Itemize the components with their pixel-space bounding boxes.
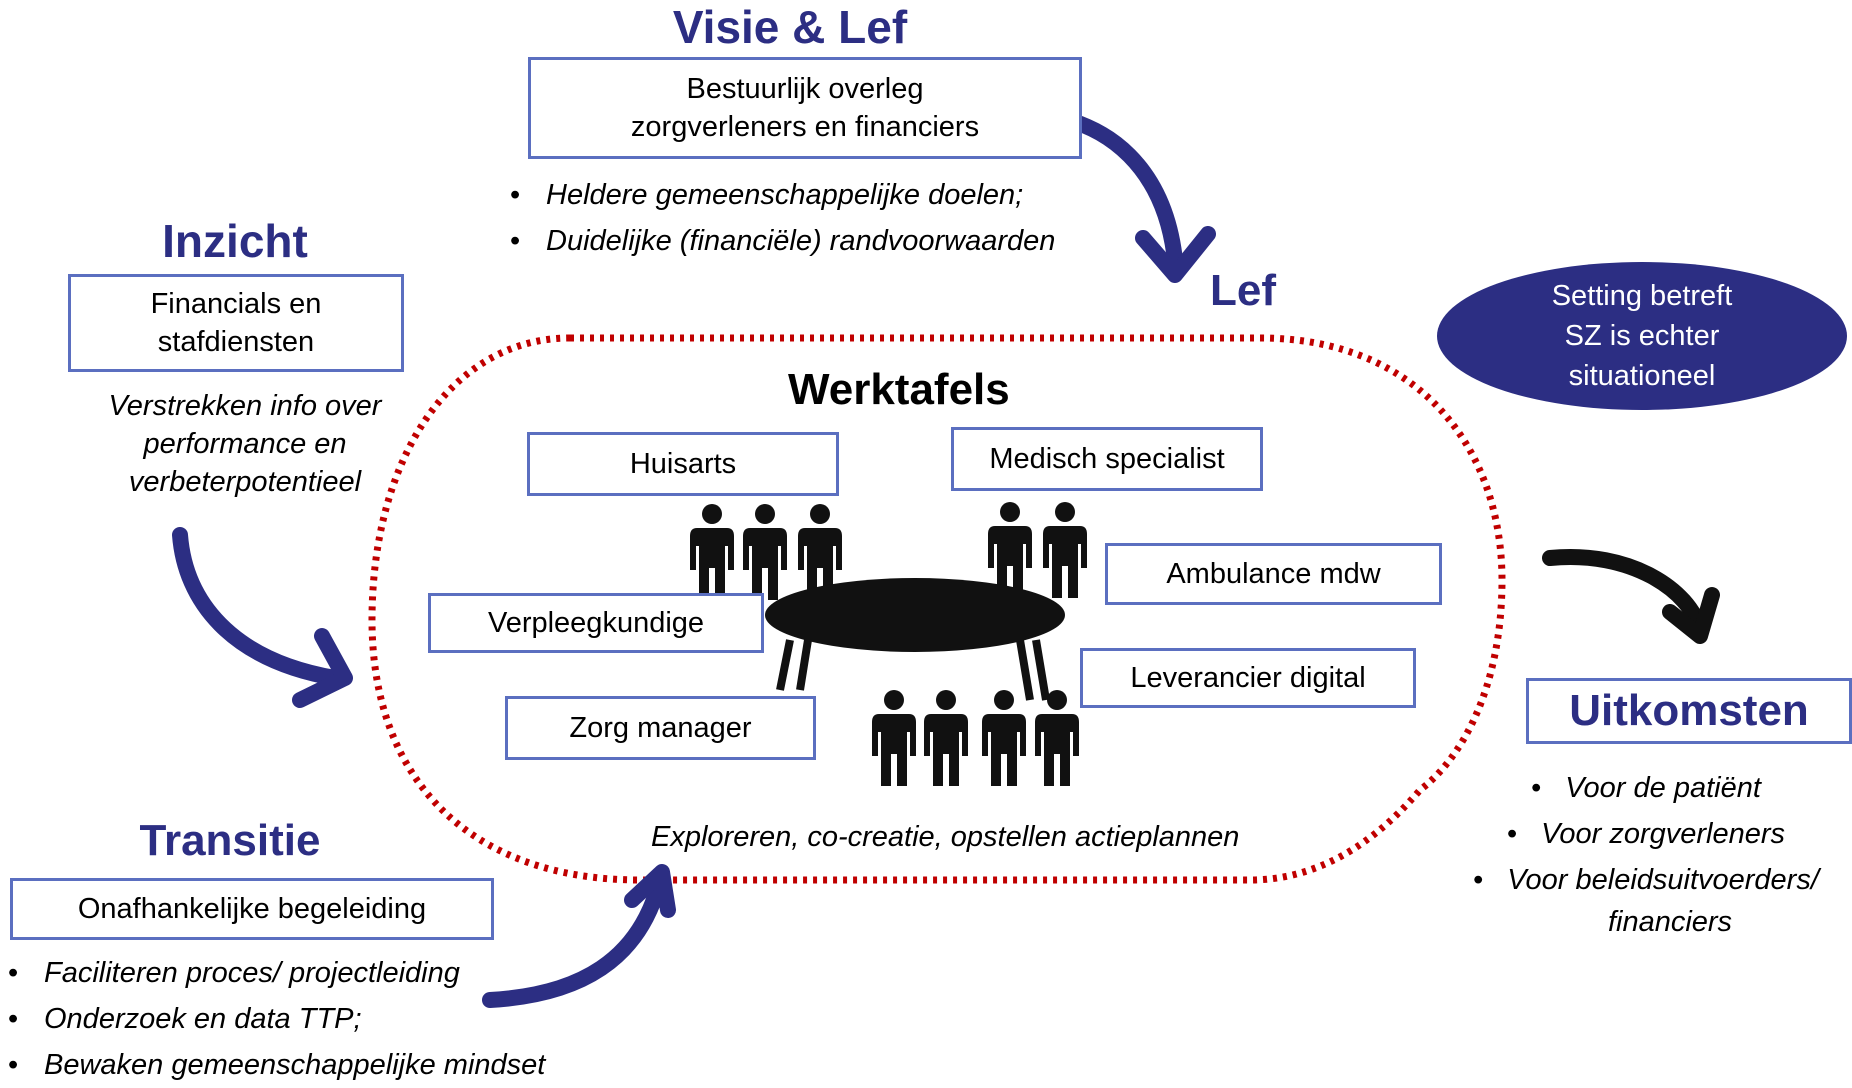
setting-badge: Setting betreft SZ is echter situationee… bbox=[1437, 262, 1847, 410]
inzicht-text-line2: performance en bbox=[143, 428, 347, 460]
uitkomsten-bullets: Voor de patiënt Voor zorgverleners Voor … bbox=[1440, 765, 1852, 903]
transitie-bullet: Onderzoek en data TTP; bbox=[0, 996, 545, 1042]
role-zorg-manager: Zorg manager bbox=[505, 696, 816, 760]
setting-line2: SZ is echter bbox=[1564, 320, 1720, 352]
inzicht-box-line1: Financials en bbox=[150, 288, 322, 320]
setting-line3: situationeel bbox=[1568, 360, 1716, 392]
visie-bullet: Duidelijke (financiële) randvoorwaarden bbox=[502, 218, 1055, 264]
uitkomsten-bullet: Voor beleidsuitvoerders/ bbox=[1440, 857, 1852, 903]
table-graphic bbox=[765, 578, 1065, 701]
uitkomsten-bullet3-cont: financiers bbox=[1607, 906, 1733, 938]
visie-box-line1: Bestuurlijk overleg bbox=[686, 73, 924, 105]
uitkomsten-bullet: Voor zorgverleners bbox=[1440, 811, 1852, 857]
transitie-bullets: Faciliteren proces/ projectleiding Onder… bbox=[0, 950, 545, 1088]
werktafels-dotted-outline bbox=[368, 334, 1506, 884]
visie-box-line2: zorgverleners en financiers bbox=[630, 111, 980, 143]
visie-heading: Visie & Lef bbox=[672, 1, 908, 53]
transitie-heading: Transitie bbox=[139, 816, 321, 865]
werktafels-title: Werktafels bbox=[788, 365, 1010, 414]
role-ambulance: Ambulance mdw bbox=[1105, 543, 1442, 605]
setting-line1: Setting betreft bbox=[1551, 280, 1733, 312]
transitie-bullet: Faciliteren proces/ projectleiding bbox=[0, 950, 545, 996]
onafhankelijke-begeleiding-box: Onafhankelijke begeleiding bbox=[10, 878, 494, 940]
role-leverancier: Leverancier digital bbox=[1080, 648, 1416, 708]
inzicht-text-line3: verbeterpotentieel bbox=[128, 466, 362, 498]
werktafels-caption: Exploreren, co-creatie, opstellen actiep… bbox=[651, 821, 1240, 853]
uitkomsten-bullet: Voor de patiënt bbox=[1440, 765, 1852, 811]
bestuurlijk-overleg-box: Bestuurlijk overleg zorgverleners en fin… bbox=[528, 57, 1082, 159]
inzicht-heading: Inzicht bbox=[162, 215, 308, 267]
lef-label: Lef bbox=[1210, 266, 1276, 315]
visie-arrow-head bbox=[1135, 226, 1216, 283]
visie-bullet: Heldere gemeenschappelijke doelen; bbox=[502, 172, 1055, 218]
role-verpleegkundige: Verpleegkundige bbox=[428, 593, 764, 653]
people-front bbox=[872, 690, 1079, 786]
uitkomsten-arrow-head bbox=[1662, 587, 1720, 644]
inzicht-text: Verstrekken info over performance en ver… bbox=[60, 387, 430, 501]
visie-bullets: Heldere gemeenschappelijke doelen; Duide… bbox=[502, 172, 1055, 264]
transitie-bullet: Bewaken gemeenschappelijke mindset bbox=[0, 1042, 545, 1088]
uitkomsten-heading: Uitkomsten bbox=[1526, 678, 1852, 744]
role-medisch-specialist: Medisch specialist bbox=[951, 427, 1263, 491]
inzicht-arrow-head bbox=[292, 628, 353, 708]
financials-box: Financials en stafdiensten bbox=[68, 274, 404, 372]
inzicht-text-line1: Verstrekken info over bbox=[108, 390, 382, 422]
inzicht-arrow bbox=[172, 527, 343, 686]
transitie-arrow-head bbox=[624, 864, 676, 918]
uitkomsten-arrow bbox=[1542, 549, 1708, 638]
role-huisarts: Huisarts bbox=[527, 432, 839, 496]
inzicht-box-line2: stafdiensten bbox=[157, 326, 315, 358]
